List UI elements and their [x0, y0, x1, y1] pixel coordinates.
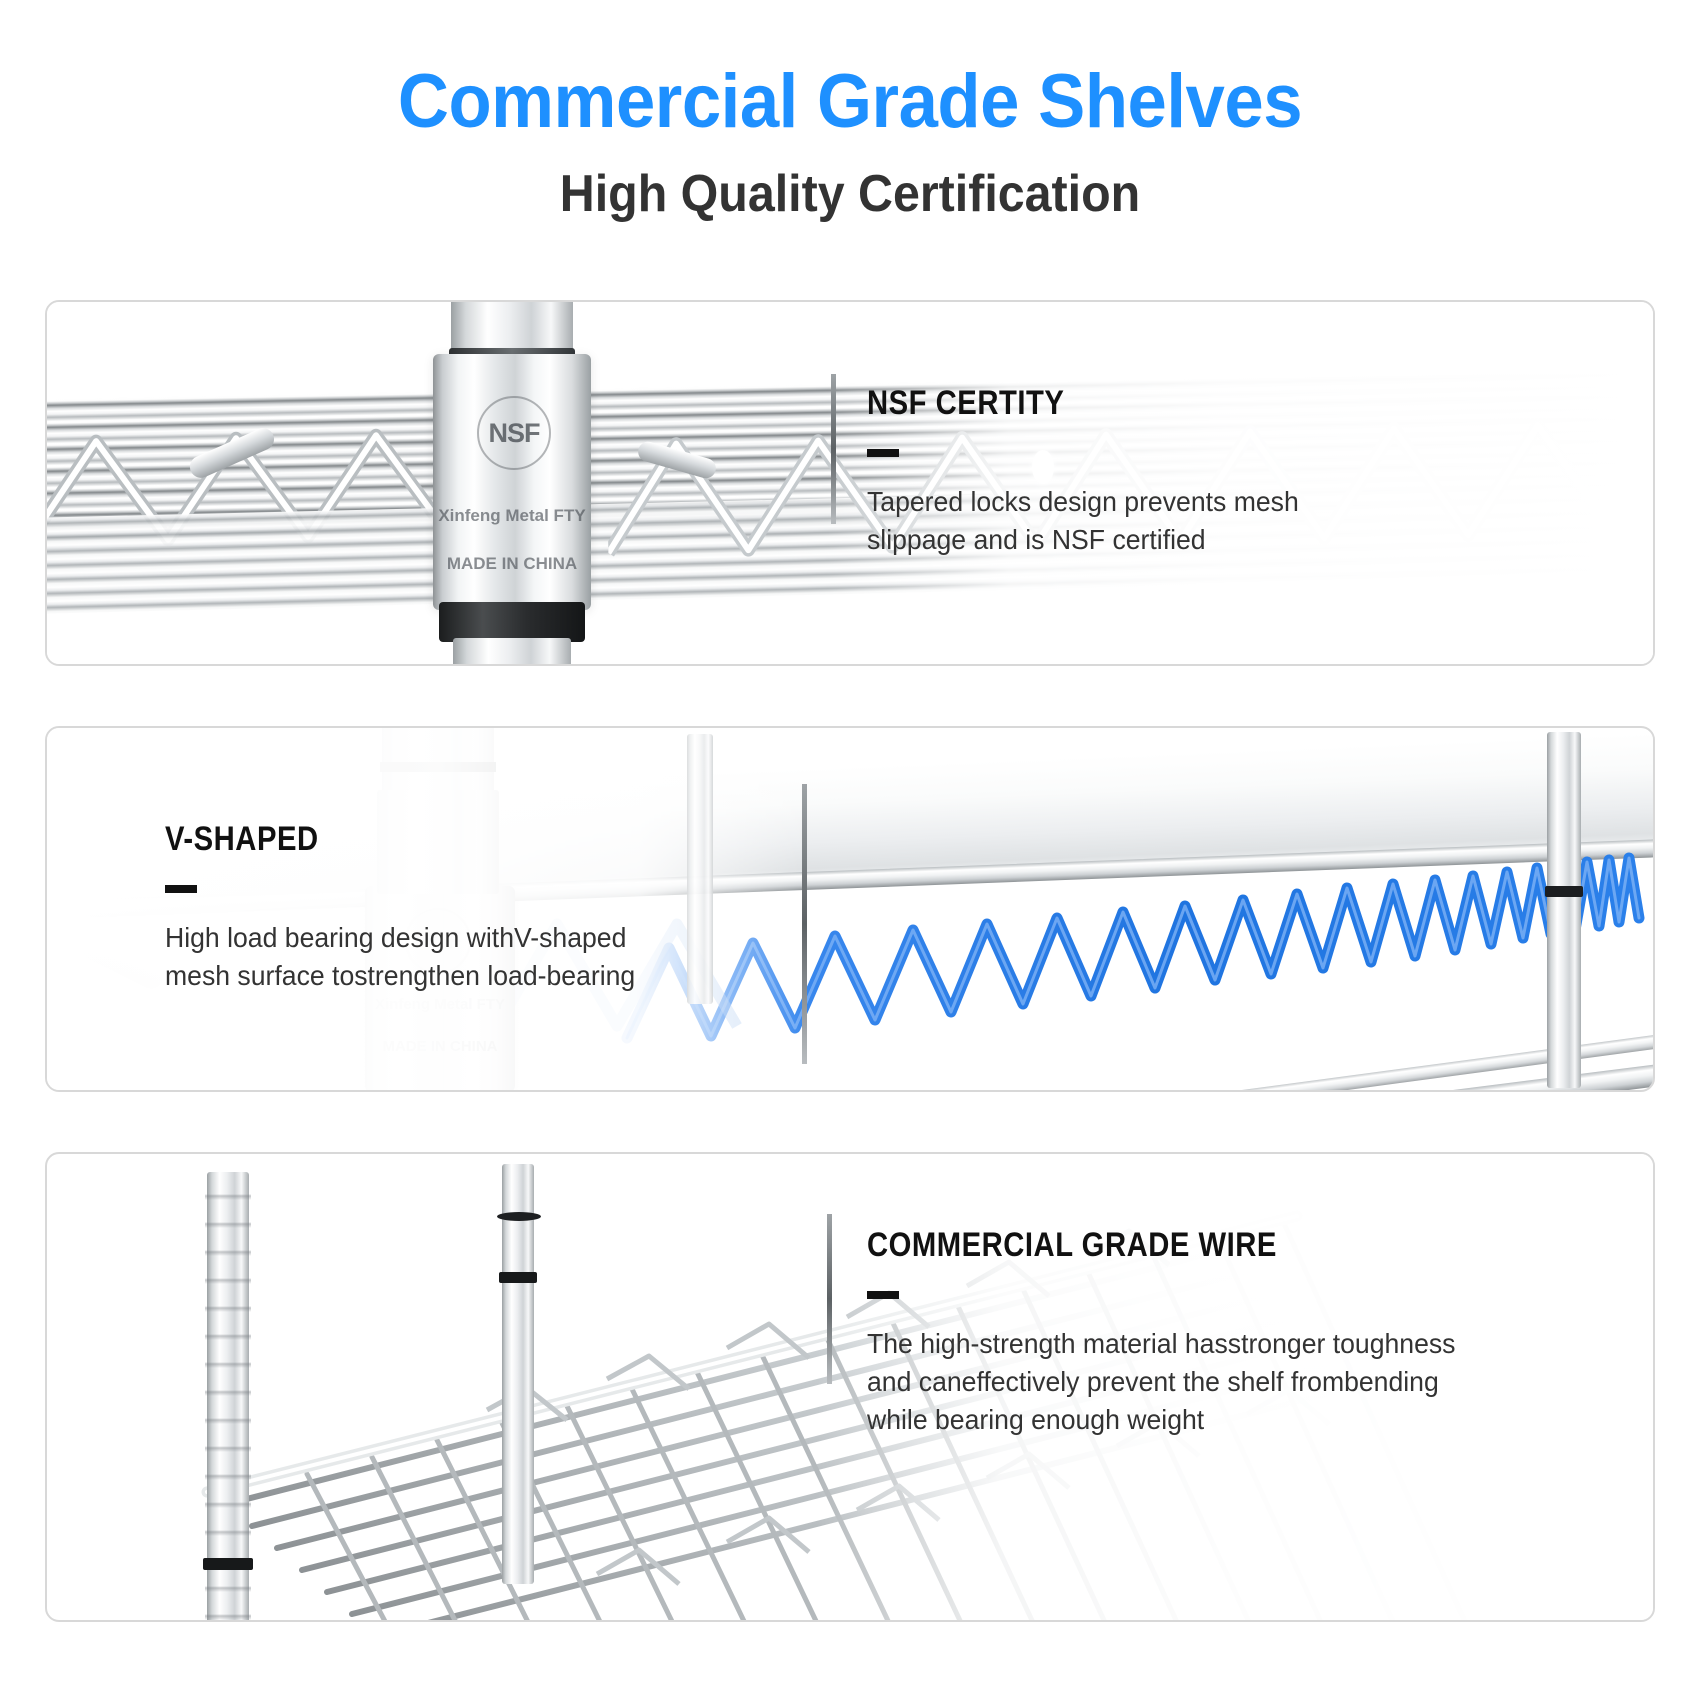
wire-kicker: COMMERCIAL GRADE WIRE	[867, 1226, 1277, 1264]
feature-panel-v-shaped: NSF Xinfeng Metal FTY MADE IN CHINA V-SH…	[45, 726, 1655, 1092]
wire-divider-rule	[867, 1291, 899, 1299]
page-subtitle: High Quality Certification	[559, 164, 1141, 223]
feature-panel-nsf: NSF Xinfeng Metal FTY MADE IN CHINA NSF …	[45, 300, 1655, 666]
brand-engraving: Xinfeng Metal FTY	[438, 506, 586, 525]
wire-mid-post	[502, 1164, 534, 1584]
v-text-accent-bar	[802, 784, 807, 1064]
v-origin-engraving: MADE IN CHINA	[382, 1038, 498, 1055]
right-shelf-post	[1547, 732, 1581, 1088]
nsf-logo-text: NSF	[488, 417, 541, 448]
v-shaped-divider-rule	[165, 885, 197, 893]
page-title: Commercial Grade Shelves	[397, 59, 1303, 144]
nsf-kicker: NSF CERTITY	[867, 384, 1065, 422]
nsf-divider-rule	[867, 449, 899, 457]
shelf-post-bottom	[453, 638, 571, 664]
wire-text-block: COMMERCIAL GRADE WIRE The high-strength …	[867, 1226, 1527, 1438]
v-shaped-kicker: V-SHAPED	[165, 820, 319, 858]
post-black-cap	[439, 602, 585, 642]
origin-engraving: MADE IN CHINA	[446, 554, 578, 573]
nsf-logo: NSF	[477, 396, 551, 470]
v-shaped-body-text: High load bearing design withV-shaped me…	[165, 922, 636, 991]
header: Commercial Grade Shelves High Quality Ce…	[0, 0, 1700, 224]
feature-panel-wire: COMMERCIAL GRADE WIRE The high-strength …	[45, 1152, 1655, 1622]
nsf-body-text: Tapered locks design prevents mesh slipp…	[867, 486, 1299, 555]
tapered-lock-sleeve: NSF Xinfeng Metal FTY MADE IN CHINA	[433, 354, 591, 610]
nsf-text-block: NSF CERTITY Tapered locks design prevent…	[867, 384, 1507, 559]
text-accent-bar	[831, 374, 836, 524]
v-shelf-post-top	[382, 728, 494, 794]
v-shaped-text-block: V-SHAPED High load bearing design withV-…	[165, 820, 785, 995]
wire-body-text: The high-strength material hasstronger t…	[867, 1328, 1456, 1435]
wire-text-accent-bar	[827, 1214, 832, 1384]
v-brand-engraving: Xinfeng Metal FTY	[374, 996, 505, 1013]
wire-left-post	[207, 1172, 249, 1620]
